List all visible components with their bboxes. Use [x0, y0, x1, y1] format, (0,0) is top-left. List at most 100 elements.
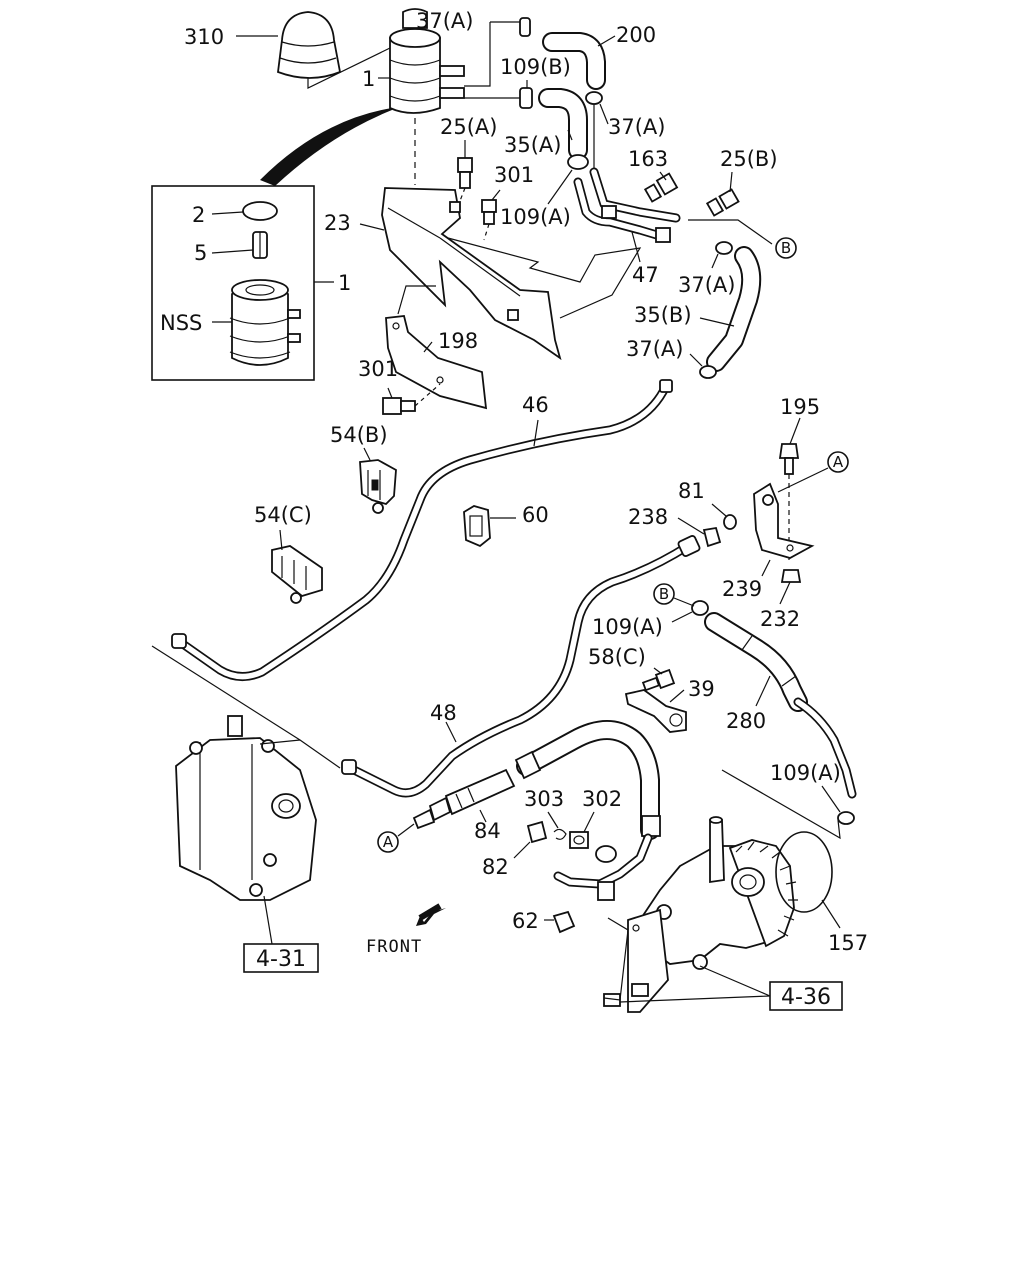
- label-81: 81: [678, 479, 705, 503]
- leader-5: [211, 249, 254, 254]
- pump-bracket-link: [721, 769, 841, 840]
- detail-tank-nss: [229, 279, 301, 366]
- label-109a-3: 109(A): [770, 761, 841, 785]
- leader-109a-2: [671, 611, 693, 623]
- steering-gear: [175, 715, 317, 901]
- bolt-301-line: [483, 223, 490, 241]
- fitting-302: [569, 831, 589, 849]
- leader-238: [677, 517, 705, 535]
- bracket-198: [385, 315, 488, 410]
- leader-35a: [567, 129, 573, 141]
- detail-cap-2: [242, 201, 278, 221]
- label-35a: 35(A): [504, 133, 561, 157]
- label-302: 302: [582, 787, 622, 811]
- leader-431: [263, 895, 273, 945]
- leader-163: [659, 171, 667, 181]
- bolt-301-lower: [382, 397, 416, 415]
- clip-54b: [359, 459, 397, 514]
- label-25a: 25(A): [440, 115, 497, 139]
- leader-84: [479, 809, 487, 823]
- label-54b: 54(B): [330, 423, 388, 447]
- bolt-25b-link: [688, 219, 773, 245]
- nut-238: [702, 526, 722, 548]
- label-35b: 35(B): [634, 303, 692, 327]
- clamp-37a-4: [699, 365, 717, 379]
- leader-301-top: [491, 189, 501, 201]
- label-109a-2: 109(A): [592, 615, 663, 639]
- ref-circle-b-upper-text: B: [781, 239, 791, 257]
- ref-box-431-text: 4-31: [256, 947, 306, 972]
- ref-box-436: [769, 981, 843, 1011]
- leader-35b: [699, 317, 735, 327]
- label-163: 163: [628, 147, 668, 171]
- label-109b: 109(B): [500, 55, 571, 79]
- label-198: 198: [438, 329, 478, 353]
- leader-37a-3: [711, 253, 719, 269]
- label-37a-1: 37(A): [416, 9, 473, 33]
- leader-239: [761, 559, 771, 577]
- label-23: 23: [324, 211, 351, 235]
- bolt-301-lower-line: [414, 383, 441, 407]
- leader-48: [445, 721, 457, 743]
- leader-436-a: [619, 995, 771, 1003]
- leader-39: [669, 689, 685, 703]
- label-109a-1: 109(A): [500, 205, 571, 229]
- label-1-top: 1: [362, 67, 375, 91]
- banjo-fitting: [595, 845, 617, 901]
- bracket-23: [381, 187, 562, 361]
- label-310: 310: [184, 25, 224, 49]
- bracket-198-link: [397, 285, 436, 315]
- nut-62: [552, 910, 576, 934]
- washer-81: [723, 514, 737, 530]
- pipe-48: [341, 535, 701, 798]
- clamp-37a-2: [585, 91, 603, 105]
- label-58c: 58(C): [588, 645, 646, 669]
- leader-37a-2: [599, 103, 609, 125]
- label-37a-4: 37(A): [626, 337, 683, 361]
- clamp-109a-3: [837, 811, 855, 825]
- bolt-163: [643, 172, 679, 203]
- reservoir-tank: [389, 8, 465, 114]
- label-238: 238: [628, 505, 668, 529]
- label-62: 62: [512, 909, 539, 933]
- pressure-hose: [514, 720, 661, 840]
- label-84: 84: [474, 819, 501, 843]
- leader-302: [583, 811, 595, 833]
- label-54c: 54(C): [254, 503, 312, 527]
- pipe-46-link: [151, 645, 301, 741]
- label-303: 303: [524, 787, 564, 811]
- power-steering-pump: [603, 816, 798, 1013]
- ref-box-436-text: 4-36: [781, 985, 831, 1010]
- label-39: 39: [688, 677, 715, 701]
- detail-arrow: [260, 108, 392, 186]
- label-25b: 25(B): [720, 147, 778, 171]
- ref-circle-a-upper: A: [827, 451, 849, 473]
- hose-35b: [706, 246, 762, 372]
- clamp-37a-1: [519, 17, 531, 37]
- leader-303: [547, 811, 559, 829]
- clip-303: [553, 828, 567, 840]
- label-2: 2: [192, 203, 205, 227]
- leader-47: [631, 231, 641, 263]
- ref-circle-b-upper: B: [775, 237, 797, 259]
- nut-232: [780, 569, 802, 583]
- label-301-lower: 301: [358, 357, 398, 381]
- hose-link-line: [464, 22, 491, 87]
- clip-54c: [271, 545, 323, 604]
- label-47: 47: [632, 263, 659, 287]
- o-ring-157: [775, 831, 833, 913]
- ref-a-lower-leader: [397, 823, 415, 837]
- label-195: 195: [780, 395, 820, 419]
- leader-157: [821, 899, 841, 929]
- hose-200: [542, 32, 606, 90]
- leader-436-b: [699, 965, 771, 997]
- hose-35a: [538, 88, 588, 160]
- detail-filter-5: [252, 231, 268, 259]
- gear-link-line: [259, 739, 341, 769]
- bolt-58c: [641, 668, 676, 692]
- leader-37a-4: [689, 353, 703, 367]
- label-301-top: 301: [494, 163, 534, 187]
- leader-280: [755, 675, 771, 707]
